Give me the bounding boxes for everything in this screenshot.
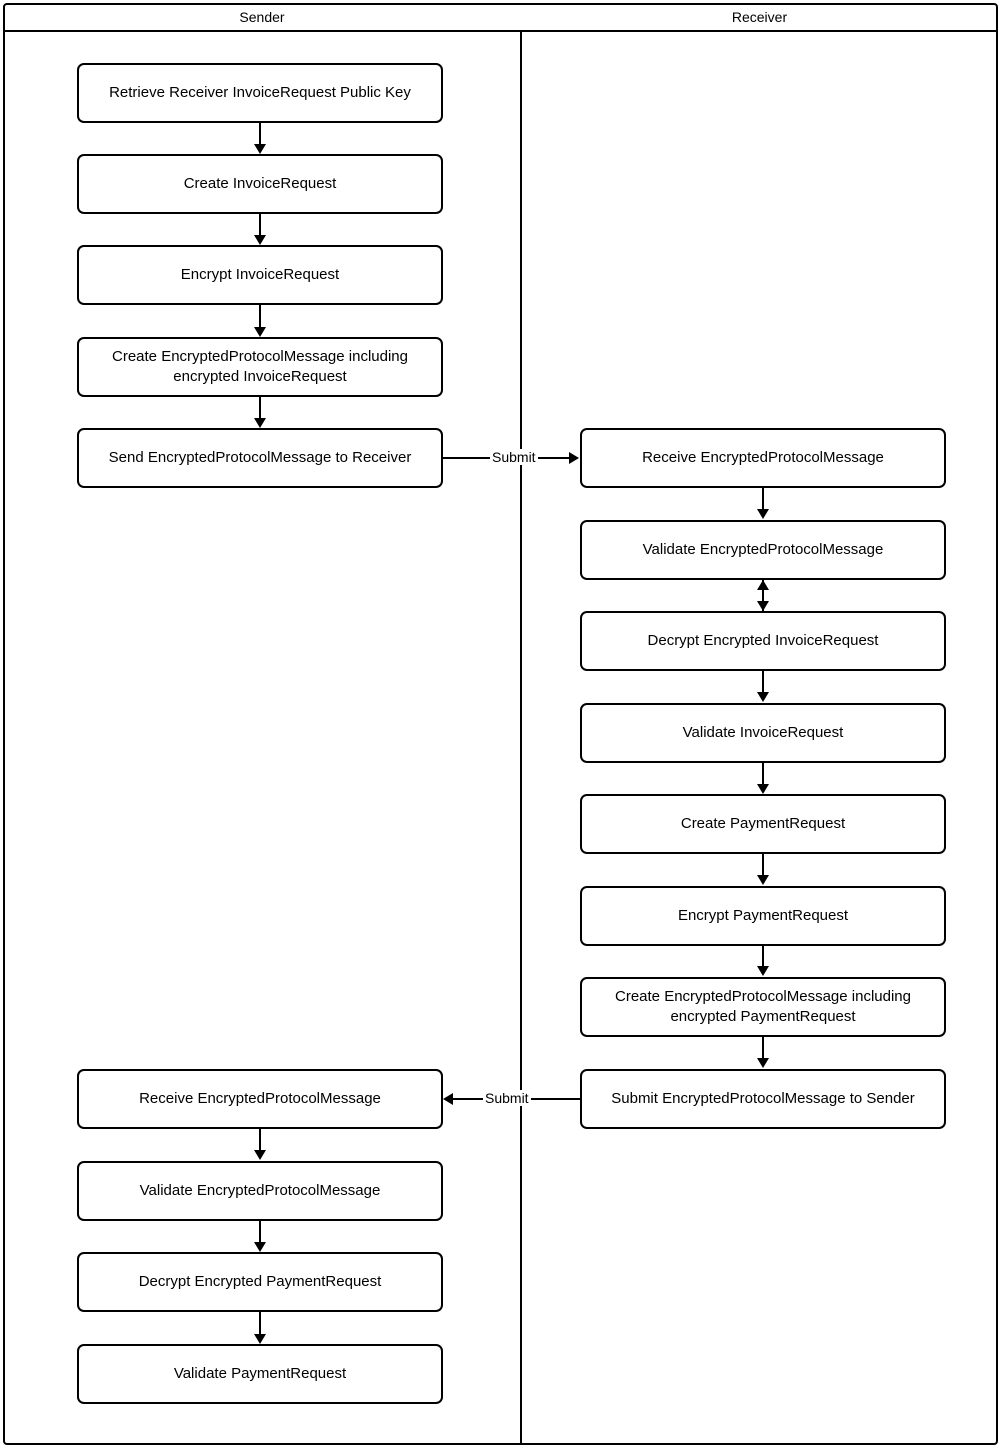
connector-r7-r8 <box>762 1037 764 1059</box>
node-label: Receive EncryptedProtocolMessage <box>139 1090 381 1108</box>
node-sender-validate-epm[interactable]: Validate EncryptedProtocolMessage <box>77 1161 443 1221</box>
connector-s6-s7 <box>259 1129 261 1151</box>
arrowhead-down-icon <box>757 966 769 976</box>
connector-s8-s9 <box>259 1312 261 1335</box>
connector-r6-r7 <box>762 946 764 967</box>
node-label: Encrypt InvoiceRequest <box>180 266 340 284</box>
arrowhead-down-icon <box>757 509 769 519</box>
node-label: Validate EncryptedProtocolMessage <box>139 1182 381 1200</box>
node-retrieve-receiver-public-key[interactable]: Retrieve Receiver InvoiceRequest Public … <box>77 63 443 123</box>
node-submit-epm-to-sender[interactable]: Submit EncryptedProtocolMessage to Sende… <box>580 1069 946 1129</box>
node-decrypt-encrypted-paymentrequest[interactable]: Decrypt Encrypted PaymentRequest <box>77 1252 443 1312</box>
node-label: Encrypt PaymentRequest <box>677 907 849 925</box>
edge-label-submit-to-receiver: Submit <box>490 449 538 465</box>
node-create-epm-invoicerequest[interactable]: Create EncryptedProtocolMessage includin… <box>77 337 443 397</box>
lane-divider <box>520 32 522 1445</box>
node-label: Retrieve Receiver InvoiceRequest Public … <box>109 84 411 102</box>
connector-s3-s4 <box>259 305 261 328</box>
arrowhead-down-icon <box>254 1150 266 1160</box>
arrowhead-down-icon <box>254 144 266 154</box>
node-label: Validate InvoiceRequest <box>682 724 844 742</box>
node-encrypt-invoicerequest[interactable]: Encrypt InvoiceRequest <box>77 245 443 305</box>
lane-header-sender: Sender <box>239 8 285 25</box>
node-decrypt-encrypted-invoicerequest[interactable]: Decrypt Encrypted InvoiceRequest <box>580 611 946 671</box>
node-receiver-validate-epm[interactable]: Validate EncryptedProtocolMessage <box>580 520 946 580</box>
node-create-epm-paymentrequest[interactable]: Create EncryptedProtocolMessage includin… <box>580 977 946 1037</box>
node-send-epm-to-receiver[interactable]: Send EncryptedProtocolMessage to Receive… <box>77 428 443 488</box>
arrowhead-down-icon <box>254 1242 266 1252</box>
arrowhead-down-icon <box>254 327 266 337</box>
node-label: Create InvoiceRequest <box>183 175 337 193</box>
arrowhead-left-icon <box>443 1093 453 1105</box>
arrowhead-down-icon <box>757 875 769 885</box>
node-validate-paymentrequest[interactable]: Validate PaymentRequest <box>77 1344 443 1404</box>
arrowhead-down-icon <box>254 418 266 428</box>
node-label: Create EncryptedProtocolMessage includin… <box>615 988 911 1025</box>
node-create-invoicerequest[interactable]: Create InvoiceRequest <box>77 154 443 214</box>
node-label: Submit EncryptedProtocolMessage to Sende… <box>611 1090 915 1108</box>
arrowhead-down-icon <box>757 1058 769 1068</box>
arrowhead-down-icon <box>254 1334 266 1344</box>
connector-s7-s8 <box>259 1221 261 1243</box>
arrowhead-down-icon <box>254 235 266 245</box>
node-encrypt-paymentrequest[interactable]: Encrypt PaymentRequest <box>580 886 946 946</box>
lane-header-band: Sender Receiver <box>3 3 998 32</box>
node-sender-receive-epm[interactable]: Receive EncryptedProtocolMessage <box>77 1069 443 1129</box>
connector-r5-r6 <box>762 854 764 876</box>
node-label: Create EncryptedProtocolMessage includin… <box>112 348 408 385</box>
lane-header-receiver: Receiver <box>731 8 788 25</box>
arrowhead-down-icon <box>757 601 769 611</box>
connector-r4-r5 <box>762 763 764 784</box>
node-label: Validate EncryptedProtocolMessage <box>642 541 884 559</box>
edge-label-submit-to-sender: Submit <box>483 1090 531 1106</box>
node-label: Receive EncryptedProtocolMessage <box>642 449 884 467</box>
node-receiver-receive-epm[interactable]: Receive EncryptedProtocolMessage <box>580 428 946 488</box>
connector-s1-s2 <box>259 123 261 145</box>
node-create-paymentrequest[interactable]: Create PaymentRequest <box>580 794 946 854</box>
arrowhead-down-icon <box>757 692 769 702</box>
node-label: Validate PaymentRequest <box>173 1365 347 1383</box>
arrowhead-right-icon <box>569 452 579 464</box>
node-label: Decrypt Encrypted InvoiceRequest <box>647 632 879 650</box>
node-label: Decrypt Encrypted PaymentRequest <box>138 1273 382 1291</box>
connector-r3-r4 <box>762 671 764 693</box>
arrowhead-up-icon <box>757 580 769 590</box>
connector-s2-s3 <box>259 214 261 236</box>
connector-r1-r2 <box>762 488 764 510</box>
connector-r2-r3-bidirectional <box>762 580 764 611</box>
arrowhead-down-icon <box>757 784 769 794</box>
node-label: Send EncryptedProtocolMessage to Receive… <box>108 449 412 467</box>
connector-s4-s5 <box>259 397 261 419</box>
node-label: Create PaymentRequest <box>680 815 846 833</box>
node-validate-invoicerequest[interactable]: Validate InvoiceRequest <box>580 703 946 763</box>
